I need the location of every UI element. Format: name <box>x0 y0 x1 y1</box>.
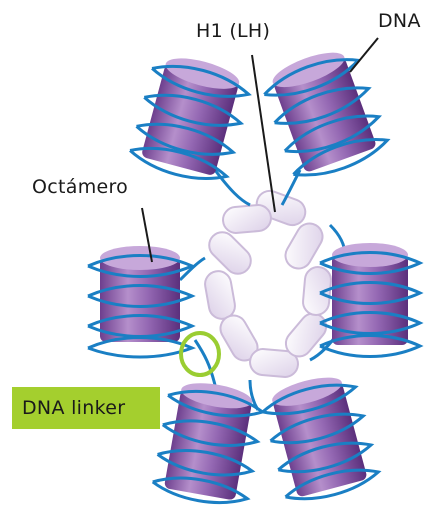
nucleosome <box>320 243 420 357</box>
h1-ring <box>203 187 332 378</box>
linker-highlight-circle <box>181 333 219 375</box>
h1-segment <box>203 269 237 321</box>
dna-pointer-line <box>350 38 378 72</box>
nucleosome <box>88 246 192 357</box>
h1-segment <box>281 219 328 274</box>
h1-pointer-line <box>252 55 275 212</box>
nucleosome <box>151 377 266 509</box>
dna-label: DNA <box>378 10 421 32</box>
nucleosome <box>258 369 381 507</box>
h1-segment <box>222 204 272 234</box>
nucleosome <box>127 49 254 187</box>
dna-linker-label: DNA linker <box>12 387 160 429</box>
h1-label: H1 (LH) <box>196 20 270 42</box>
h1-segment <box>204 227 256 279</box>
octamer-label: Octámero <box>32 176 128 198</box>
nucleosome <box>257 42 391 185</box>
